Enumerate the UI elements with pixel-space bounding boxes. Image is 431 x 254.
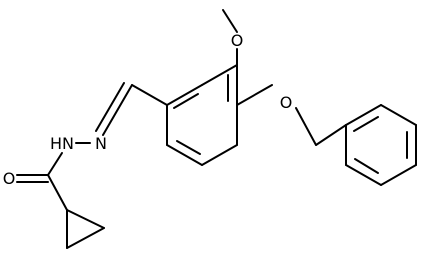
bond-ring-4 [166,144,203,166]
bond-ph-4 [380,164,417,186]
bond-c-n-a [102,84,133,136]
atom-ether-oxygen: O [280,93,293,112]
atom-imine-nitrogen: N [95,134,107,153]
bond-c-n-b [95,82,125,132]
bond-ring-2 [166,84,203,106]
bond-ring-ch [131,84,168,106]
atom-nh: HN [50,134,74,153]
bond-cp-1 [66,209,105,229]
bond-ph-inner-1 [353,116,379,132]
bond-ch2-ring [315,124,347,146]
bond-c-cyclopropyl [47,174,68,211]
bond-methyl-o [222,9,238,33]
bond-ring-1 [201,64,238,86]
bond-ph-5 [345,164,382,186]
bond-o-ch2 [295,107,317,146]
bond-nh-c [47,152,63,176]
bond-ring-ether-o [236,84,273,106]
bond-ph-1 [345,104,382,126]
atom-carbonyl-oxygen: O [3,169,16,188]
bond-ring-inner-3 [173,93,199,109]
bond-ph-inner-3 [354,158,379,174]
bond-ring-inner-2 [176,140,201,155]
bond-ph-2 [380,104,417,126]
atom-methoxy-oxygen: O [231,31,244,50]
bond-ring-5 [201,144,238,166]
bond-cp-2 [66,227,105,249]
